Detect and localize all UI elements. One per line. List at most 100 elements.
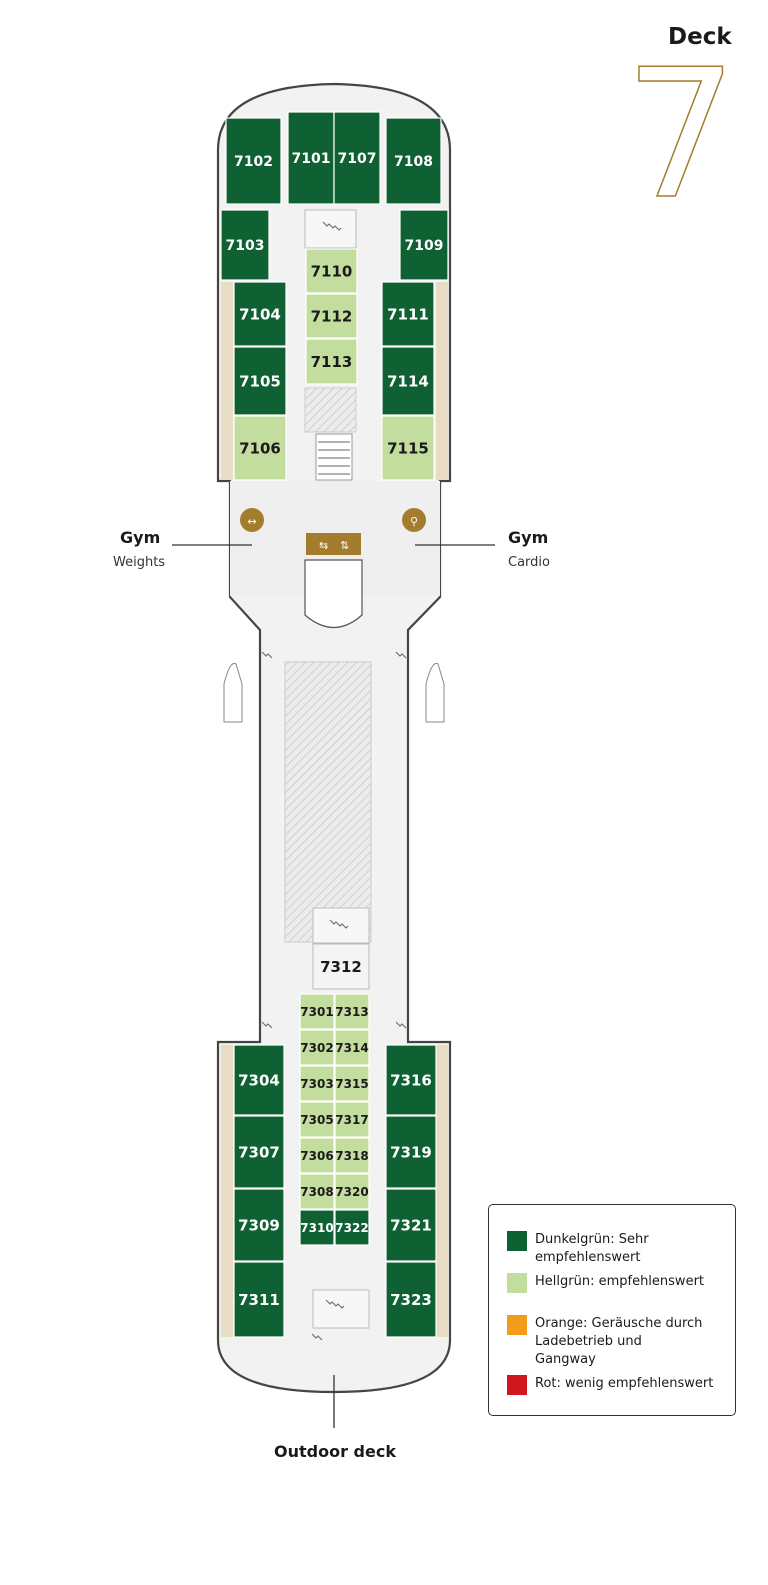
cabin-7109[interactable]	[399, 209, 449, 281]
cabin-label-7307: 7307	[238, 1143, 280, 1161]
elevator-icon	[306, 533, 361, 555]
elevator-arrow-left: ⇆	[319, 539, 328, 552]
cabin-label-7315: 7315	[335, 1077, 368, 1091]
cabin-label-7101: 7101	[292, 151, 331, 167]
cabin-7107[interactable]	[333, 111, 381, 205]
cabin-label-7321: 7321	[390, 1216, 432, 1234]
cabin-7112[interactable]	[305, 293, 358, 339]
cabin-7102[interactable]	[225, 117, 282, 205]
legend-item-red: Rot: wenig empfehlenswert	[507, 1375, 735, 1395]
cabin-label-7317: 7317	[335, 1113, 368, 1127]
cabin-7322[interactable]	[334, 1209, 370, 1246]
cabin-label-7323: 7323	[390, 1291, 432, 1309]
legend-swatch	[507, 1273, 527, 1293]
cabin-label-7111: 7111	[387, 305, 429, 323]
cabin-7108[interactable]	[385, 117, 442, 205]
cabin-7308[interactable]	[299, 1173, 335, 1210]
cabin-7106[interactable]	[233, 415, 287, 481]
cabin-7114[interactable]	[381, 346, 435, 416]
cabin-7315[interactable]	[334, 1065, 370, 1102]
cabin-7305[interactable]	[299, 1101, 335, 1138]
cabin-label-7110: 7110	[311, 262, 353, 280]
cabin-label-7308: 7308	[300, 1185, 333, 1199]
cabin-7319[interactable]	[385, 1115, 437, 1189]
cabin-7303[interactable]	[299, 1065, 335, 1102]
cabin-7115[interactable]	[381, 415, 435, 481]
legend-text: Orange: Geräusche durch Ladebetrieb und …	[535, 1316, 703, 1367]
cabin-label-7108: 7108	[394, 154, 433, 170]
cabin-7307[interactable]	[233, 1115, 285, 1189]
gym-weights-title: Gym	[120, 528, 161, 547]
cabin-7309[interactable]	[233, 1188, 285, 1262]
legend-item-light-green: Hellgrün: empfehlenswert	[507, 1273, 735, 1293]
cabin-label-7301: 7301	[300, 1005, 333, 1019]
cabin-label-7102: 7102	[234, 154, 273, 170]
cabin-7317[interactable]	[334, 1101, 370, 1138]
lift-lobby	[304, 559, 363, 628]
cabin-label-7305: 7305	[300, 1113, 333, 1127]
stairs-icons	[261, 221, 407, 1341]
cabin-label-7320: 7320	[335, 1185, 368, 1199]
cabin-7314[interactable]	[334, 1029, 370, 1066]
gym-cardio-subtitle: Cardio	[508, 555, 550, 570]
cabin-label-7104: 7104	[239, 305, 281, 323]
cabin-7323[interactable]	[385, 1261, 437, 1338]
cabin-7316[interactable]	[385, 1044, 437, 1116]
lifeboat-port	[223, 662, 243, 723]
cabin-label-7303: 7303	[300, 1077, 333, 1091]
legend-text: Dunkelgrün: Sehr empfehlenswert	[535, 1232, 649, 1265]
cabin-7311[interactable]	[233, 1261, 285, 1338]
cabin-7306[interactable]	[299, 1137, 335, 1174]
dumbbell-icon	[240, 508, 264, 532]
gym-cardio-title: Gym	[508, 528, 549, 547]
cabin-label-7115: 7115	[387, 439, 429, 457]
cabin-7320[interactable]	[334, 1173, 370, 1210]
cabin-label-7103: 7103	[226, 238, 265, 254]
gym-weights-subtitle: Weights	[113, 555, 166, 570]
cabin-7310[interactable]	[299, 1209, 335, 1246]
cabin-7113[interactable]	[305, 338, 358, 385]
cabin-label-7319: 7319	[390, 1143, 432, 1161]
cabin-7302[interactable]	[299, 1029, 335, 1066]
cabin-label-7112: 7112	[311, 307, 353, 325]
stair-box-aft	[312, 1289, 370, 1329]
deck-title: Deck	[668, 24, 732, 50]
outdoor-deck-label: Outdoor deck	[274, 1442, 396, 1461]
cabin-7304[interactable]	[233, 1044, 285, 1116]
svg-text:↔: ↔	[247, 515, 256, 528]
cabin-7110[interactable]	[305, 248, 358, 294]
lifeboat-starboard	[425, 662, 445, 723]
cabin-label-7302: 7302	[300, 1041, 333, 1055]
cabin-7321[interactable]	[385, 1188, 437, 1262]
atrium-hatched	[284, 661, 372, 943]
cabin-label-7314: 7314	[335, 1041, 368, 1055]
cabin-label-7312: 7312	[320, 958, 362, 976]
legend-text: Rot: wenig empfehlenswert	[535, 1376, 714, 1391]
svg-text:⚲: ⚲	[410, 515, 418, 528]
elevator-arrow-right: ⇅	[340, 539, 349, 552]
cabin-7313[interactable]	[334, 993, 370, 1030]
cabin-label-7113: 7113	[311, 353, 353, 371]
cabin-label-7313: 7313	[335, 1005, 368, 1019]
balcony-strips	[221, 282, 448, 1337]
legend: Dunkelgrün: Sehr empfehlenswert Hellgrün…	[488, 1204, 736, 1416]
cabin-7312[interactable]	[312, 943, 370, 990]
legend-text: Hellgrün: empfehlenswert	[535, 1274, 705, 1289]
cabin-7318[interactable]	[334, 1137, 370, 1174]
cabin-label-7306: 7306	[300, 1149, 333, 1163]
cabin-7301[interactable]	[299, 993, 335, 1030]
cabin-7111[interactable]	[381, 281, 435, 347]
legend-item-orange: Orange: Geräusche durch Ladebetrieb und …	[507, 1315, 705, 1369]
legend-item-dark-green: Dunkelgrün: Sehr empfehlenswert	[507, 1231, 735, 1267]
cabin-label-7316: 7316	[390, 1071, 432, 1089]
cabin-label-7106: 7106	[239, 439, 281, 457]
cabin-7104[interactable]	[233, 281, 287, 347]
stair-box-upper	[304, 209, 357, 249]
cabin-7105[interactable]	[233, 346, 287, 416]
cabin-label-7114: 7114	[387, 372, 429, 390]
cabin-7103[interactable]	[220, 209, 270, 281]
cabin-label-7105: 7105	[239, 372, 281, 390]
cabin-label-7304: 7304	[238, 1071, 280, 1089]
